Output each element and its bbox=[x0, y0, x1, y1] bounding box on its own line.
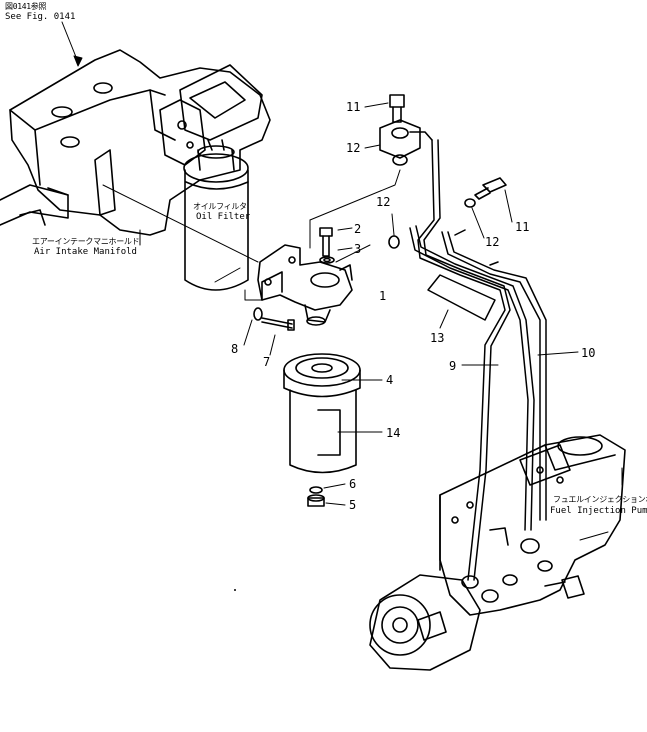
washer-12-mid bbox=[388, 213, 400, 249]
intake-manifold-label-jp: エアーインテークマニホールド bbox=[32, 237, 140, 246]
callout-7: 7 bbox=[263, 355, 271, 369]
callout-12: 12 bbox=[376, 195, 391, 209]
banjo-fitting-top bbox=[364, 94, 433, 166]
filter-head-bracket bbox=[244, 169, 401, 326]
callout-5: 5 bbox=[349, 498, 357, 512]
banjo-fitting-right bbox=[464, 177, 513, 239]
callout-11: 11 bbox=[346, 100, 361, 114]
callout-14: 14 bbox=[386, 426, 401, 440]
callout-4: 4 bbox=[386, 373, 394, 387]
callout-3: 3 bbox=[354, 242, 362, 256]
oil-filter-label: Oil Filter bbox=[196, 212, 251, 222]
callout-10: 10 bbox=[581, 346, 596, 360]
intake-manifold-label: Air Intake Manifold bbox=[34, 247, 137, 257]
bolt-and-washer-7-8 bbox=[243, 307, 295, 356]
callout-9: 9 bbox=[449, 359, 457, 373]
callout-1: 1 bbox=[379, 289, 387, 303]
see-fig-label: See Fig. 0141 bbox=[5, 12, 76, 22]
see-fig-label-jp: 図0141参照 bbox=[5, 2, 47, 11]
callout-6: 6 bbox=[349, 477, 357, 491]
oil-filter-label-jp: オイルフィルタ bbox=[193, 202, 247, 211]
engine-block-section bbox=[0, 49, 271, 236]
callout-12: 12 bbox=[346, 141, 361, 155]
bolt-and-washer-2-3 bbox=[319, 227, 371, 264]
callout-12: 12 bbox=[485, 235, 500, 249]
callout-11: 11 bbox=[515, 220, 530, 234]
reference-leaders bbox=[61, 21, 259, 283]
injection-pump-label-jp: フュエルインジェクションポンプ bbox=[553, 495, 647, 504]
drain-plug-5-6 bbox=[307, 483, 346, 507]
fuel-filter-cartridge bbox=[283, 353, 383, 474]
existing-oil-filter bbox=[183, 139, 249, 291]
injection-pump-label: Fuel Injection Pump bbox=[550, 506, 647, 516]
fuel-injection-pump bbox=[369, 434, 626, 671]
fuel-pipes bbox=[409, 139, 579, 581]
callout-8: 8 bbox=[231, 342, 239, 356]
callout-2: 2 bbox=[354, 222, 362, 236]
callout-13: 13 bbox=[430, 331, 445, 345]
